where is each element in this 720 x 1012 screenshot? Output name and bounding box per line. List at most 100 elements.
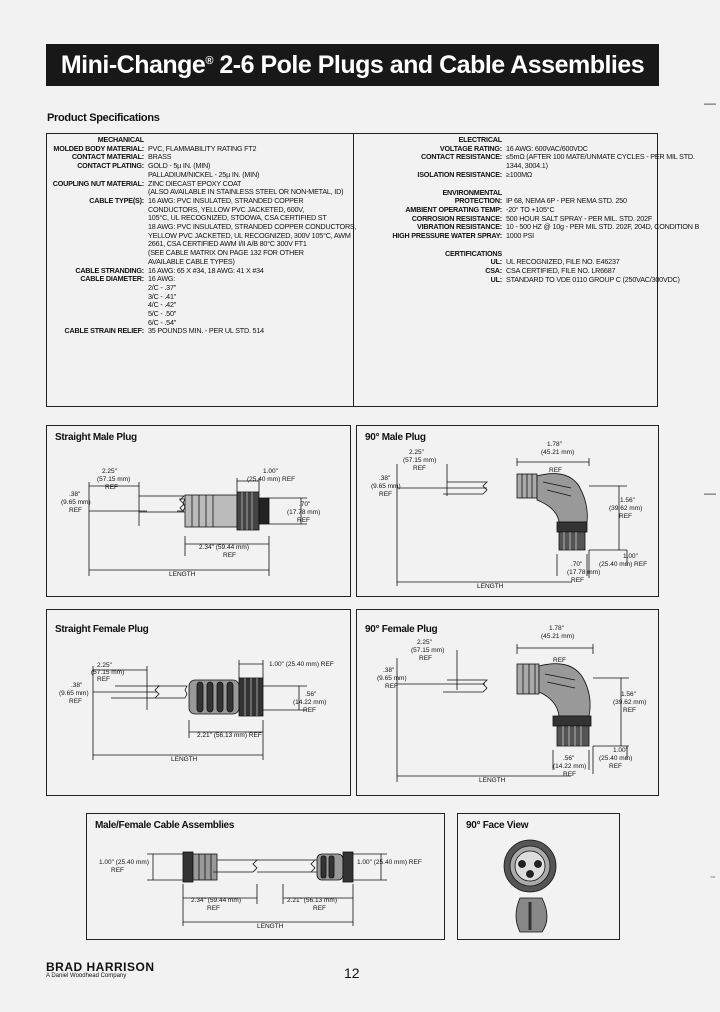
dim-label: (25.40 mm) — [599, 755, 632, 762]
spec-label: VOLTAGE RATING: — [439, 143, 502, 153]
dim-label: (57.15 mm) — [411, 647, 444, 654]
dim-label: LENGTH — [257, 923, 284, 930]
spec-label: MOLDED BODY MATERIAL: — [53, 143, 144, 153]
cable-assembly-drawing: 1.00" (25.40 mm) REF 1.00" (25.40 mm) RE… — [99, 851, 422, 930]
dim-label: (9.65 mm) — [371, 483, 401, 490]
dim-label: (57.15 mm) — [403, 457, 436, 464]
dim-label: 2.21" (56.13 mm) — [287, 897, 337, 904]
spec-label: CORROSION RESISTANCE: — [411, 213, 503, 223]
dim-label: (14.22 mm) — [293, 699, 326, 706]
spec-value: IP 68, NEMA 6P - PER NEMA STD. 250 — [506, 196, 627, 206]
spec-row: COUPLING NUT MATERIAL:ZINC DIECAST EPOXY… — [47, 178, 353, 189]
mechanical-specs: MECHANICAL MOLDED BODY MATERIAL:PVC, FLA… — [47, 135, 357, 336]
spec-value: 16 AWG: PVC INSULATED, STRANDED COPPER — [148, 195, 304, 205]
spec-table: MECHANICAL MOLDED BODY MATERIAL:PVC, FLA… — [46, 133, 699, 407]
spec-label — [47, 310, 148, 319]
margin-mark: — — [704, 96, 716, 110]
spec-row: YELLOW PVC JACKETED, UL RECOGNIZED, 300V… — [47, 231, 353, 241]
spec-label — [47, 293, 148, 302]
spec-value: PALLADIUM/NICKEL - 25µ IN. (MIN) — [148, 169, 260, 179]
spec-value: 6/C - .54" — [148, 317, 177, 327]
panel-title: Straight Female Plug — [55, 624, 149, 635]
dim-label: 2.25" — [417, 639, 433, 646]
spec-value: ≥100MΩ — [506, 169, 533, 179]
dim-label: REF — [297, 517, 310, 524]
dim-label: REF — [69, 507, 82, 514]
spec-label: CABLE DIAMETER: — [80, 274, 144, 284]
spec-row: 1344, 3004.1) — [353, 161, 658, 171]
spec-row: 105°C, UL RECOGNIZED, STOOWA, CSA CERTIF… — [47, 214, 353, 223]
spec-row: CONTACT MATERIAL:BRASS — [47, 153, 353, 162]
spec-row: (SEE CABLE MATRIX ON PAGE 132 FOR OTHER — [47, 248, 353, 258]
spec-row: AMBIENT OPERATING TEMP:-20° TO +105°C — [353, 204, 658, 215]
brad-harrison-logo: BRAD HARRISON A Daniel Woodhead Company — [46, 960, 155, 979]
spec-row: 3/C - .41" — [47, 292, 353, 302]
dim-label: REF — [619, 513, 632, 520]
dim-label: 2.34" (59.44 mm) — [191, 897, 241, 904]
dim-label: 1.00" (25.40 mm) — [99, 859, 149, 866]
section-mechanical: MECHANICAL — [97, 135, 145, 144]
panel-cable-assemblies: Male/Female Cable Assemblies 1.00" (25.4… — [86, 813, 445, 940]
spec-label: CABLE STRAIN RELIEF: — [64, 326, 145, 336]
electrical-specs: ELECTRICAL VOLTAGE RATING: 16 AWG: 600VAC… — [353, 135, 699, 285]
spec-row: 6/C - .54" — [47, 317, 353, 328]
dim-label: 1.00" (25.40 mm) REF — [357, 859, 422, 866]
spec-value: ≤5mΩ (AFTER 100 MATE/UNMATE CYCLES - PER… — [506, 152, 695, 162]
spec-label: COUPLING NUT MATERIAL: — [52, 178, 144, 188]
dim-label: .38" — [69, 491, 81, 498]
dim-label: 1.78" — [547, 441, 563, 448]
spec-label — [47, 223, 148, 232]
dim-label: (14.22 mm) — [553, 763, 586, 770]
dim-label: REF — [623, 707, 636, 714]
dim-label: 2.25" — [102, 468, 118, 475]
dim-label: 1.00" — [263, 468, 279, 475]
dim-label: REF — [379, 491, 392, 498]
dim-label: REF — [419, 655, 432, 662]
dim-label: 1.56" — [621, 691, 637, 698]
face-view-drawing — [503, 839, 557, 933]
spec-value: CONDUCTORS, YELLOW PVC JACKETED, 600V, — [148, 204, 305, 214]
dim-label: REF — [609, 763, 622, 770]
spec-value: 1000 PSI — [506, 231, 534, 241]
dim-label: (45.21 mm) — [541, 449, 574, 456]
panel-title: Straight Male Plug — [55, 432, 137, 443]
spec-row: CORROSION RESISTANCE:500 HOUR SALT SPRAY… — [353, 213, 658, 224]
spec-value: 2/C - .37" — [148, 282, 177, 292]
spec-value: 2661, CSA CERTIFIED AWM I/II A/B 80°C 30… — [148, 239, 307, 249]
spec-label — [47, 284, 148, 293]
dim-label: (57.15 mm) — [97, 476, 130, 483]
dim-label: .38" — [379, 475, 391, 482]
dim-label: (57.15 mm) — [91, 669, 124, 676]
dim-label: 1.00" — [623, 553, 639, 560]
spec-value: 10 - 500 HZ @ 10g - PER MIL STD. 202F, 2… — [506, 222, 700, 232]
90-male-plug-drawing: 1.78" (45.21 mm) REF 2.25" (57.15 mm) RE… — [371, 441, 647, 590]
spec-row: HIGH PRESSURE WATER SPRAY:1000 PSI — [353, 231, 658, 241]
page-number: 12 — [344, 965, 360, 981]
spec-label: PROTECTION: — [454, 196, 503, 206]
spec-label: CONTACT PLATING: — [77, 161, 144, 171]
dim-label: (39.62 mm) — [609, 505, 642, 512]
spec-value: 16 AWG: 65 X #34, 18 AWG: 41 X #34 — [148, 265, 264, 275]
dim-label: 2.25" — [409, 449, 425, 456]
dim-label: REF — [413, 465, 426, 472]
section-electrical: ELECTRICAL — [458, 135, 502, 144]
dim-label: 2.21" (56.13 mm) REF — [197, 732, 262, 739]
panel-straight-female-plug: Straight Female Plug 2.25" (57.15 mm) RE… — [46, 609, 351, 796]
dim-label: 2.25" — [97, 662, 113, 669]
panel-title: 90° Female Plug — [365, 624, 438, 635]
dim-label: 1.00" — [613, 747, 629, 754]
dim-label: (9.65 mm) — [61, 499, 91, 506]
straight-female-plug-drawing: 2.25" (57.15 mm) REF .38" (9.65 mm) REF … — [59, 660, 334, 763]
margin-mark: — — [704, 486, 716, 500]
spec-label: UL: — [490, 274, 503, 284]
spec-value: -20° TO +105°C — [506, 204, 555, 214]
dim-label: (25.40 mm) REF — [247, 476, 295, 483]
spec-heading: Product Specifications — [47, 112, 160, 124]
spec-row: PROTECTION:IP 68, NEMA 6P - PER NEMA STD… — [353, 197, 658, 206]
spec-value: (SEE CABLE MATRIX ON PAGE 132 FOR OTHER — [148, 248, 304, 258]
spec-value: 105°C, UL RECOGNIZED, STOOWA, CSA CERTIF… — [148, 213, 327, 223]
dim-label: (17.78 mm) — [567, 569, 600, 576]
spec-row: VIBRATION RESISTANCE:10 - 500 HZ @ 10g -… — [353, 223, 699, 232]
dim-label: LENGTH — [171, 756, 198, 763]
spec-value: 16 AWG: 600VAC/600VDC — [506, 143, 588, 153]
